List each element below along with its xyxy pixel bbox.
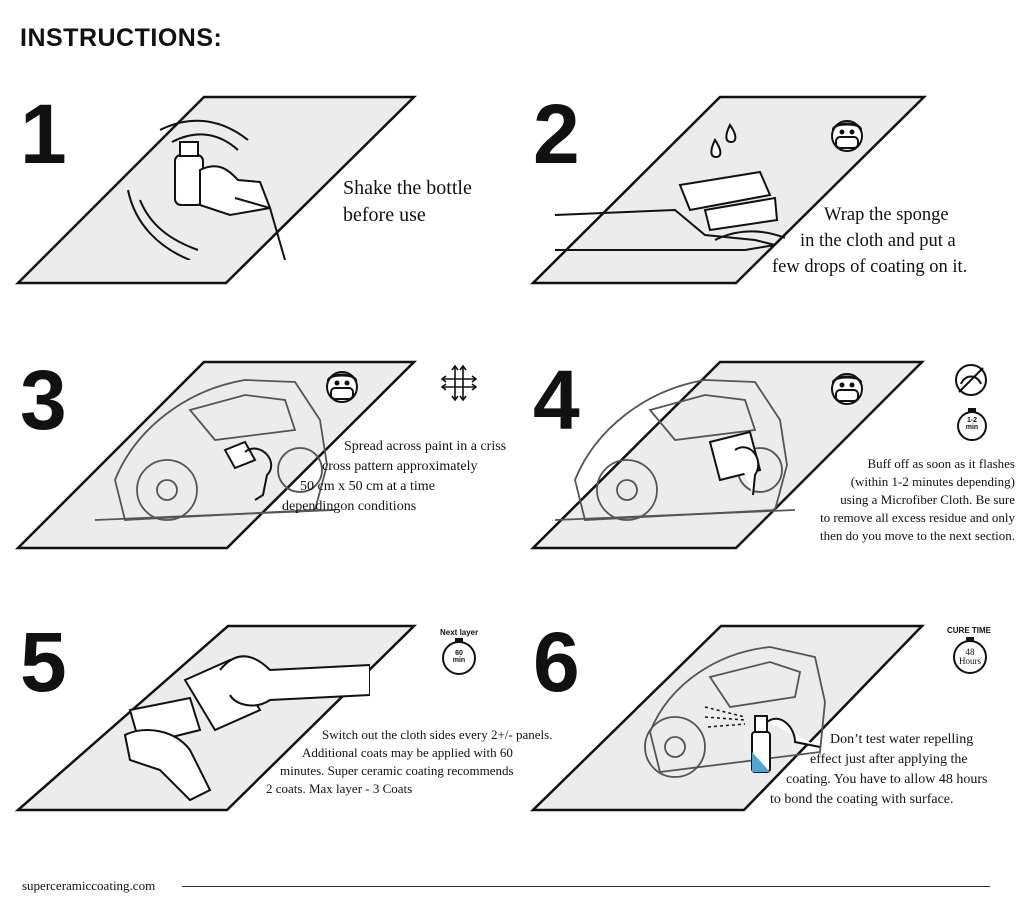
car-spray-icon — [644, 646, 826, 778]
step-3-text: Spread across paint in a criss cross pat… — [282, 437, 560, 517]
car-wipe-icon — [555, 379, 795, 521]
car-wipe-icon — [95, 379, 335, 521]
footer-website-link[interactable]: superceramiccoating.com — [22, 878, 156, 893]
step-6-line: to bond the coating with surface. — [770, 792, 954, 807]
no-sun-icon — [955, 364, 987, 396]
step-5-number: 5 — [20, 615, 67, 709]
timer-icon: 60 min — [440, 638, 478, 676]
step-5-text: Switch out the cloth sides every 2+/- pa… — [266, 726, 606, 798]
step-1-number: 1 — [20, 87, 67, 181]
step-6-number: 6 — [533, 615, 580, 709]
step-2-number: 2 — [533, 87, 580, 181]
step-4-line: using a Microfiber Cloth. Be sure — [840, 492, 1015, 507]
timer-label: Hours — [959, 656, 981, 666]
step-5-line: Additional coats may be applied with 60 — [302, 745, 513, 760]
step-5-line: 2 coats. Max layer - 3 Coats — [266, 781, 413, 796]
mask-face-icon — [831, 373, 863, 405]
next-layer-caption: Next layer — [440, 628, 479, 637]
step-6-line: coating. You have to allow 48 hours — [786, 772, 988, 787]
step-3-line: cross pattern approximately — [322, 459, 478, 474]
step-6-text: Don’t test water repelling effect just a… — [770, 730, 1020, 810]
sponge-cloth-hand-icon — [555, 123, 785, 251]
footer-divider — [182, 886, 990, 887]
step-3-line: dependingon conditions — [282, 499, 417, 514]
timer-label: 48 — [965, 647, 975, 657]
mask-face-icon — [326, 371, 358, 403]
step-5-line: minutes. Super ceramic coating recommend… — [280, 763, 514, 778]
step-2-line: few drops of coating on it. — [772, 257, 968, 277]
timer-label: 1-2 — [966, 417, 978, 424]
sponge-hands-icon — [123, 655, 370, 802]
step-4-text: Buff off as soon as it flashes (within 1… — [760, 455, 1015, 545]
spray-bottle-hand-icon — [127, 119, 286, 260]
step-4-number: 4 — [533, 353, 580, 447]
step-5-line: Switch out the cloth sides every 2+/- pa… — [322, 727, 553, 742]
step-6-line: Don’t test water repelling — [830, 732, 974, 747]
page-title: INSTRUCTIONS: — [20, 24, 223, 52]
timer-icon: 48 Hours — [951, 637, 989, 675]
step-2-line: Wrap the sponge — [824, 205, 949, 225]
crisscross-arrows-icon — [440, 364, 478, 402]
step-2-text: Wrap the sponge in the cloth and put a f… — [772, 202, 1004, 280]
timer-label: min — [452, 657, 466, 664]
step-4-line: to remove all excess residue and only — [820, 510, 1015, 525]
step-3-line: 50 cm x 50 cm at a time — [300, 479, 435, 494]
step-1-line: before use — [343, 204, 426, 226]
cure-time-caption: CURE TIME — [947, 626, 991, 635]
step-4-line: (within 1-2 minutes depending) — [850, 474, 1015, 489]
mask-face-icon — [831, 120, 863, 152]
step-1-line: Shake the bottle — [343, 177, 472, 199]
timer-label: min — [965, 424, 979, 431]
step-1-text: Shake the bottle before use — [343, 175, 472, 229]
step-3-number: 3 — [20, 353, 67, 447]
step-4-line: then do you move to the next section. — [820, 528, 1015, 543]
step-2-line: in the cloth and put a — [800, 231, 956, 251]
timer-icon: 1-2 min — [955, 408, 989, 442]
timer-label: 60 — [455, 650, 463, 657]
step-3-line: Spread across paint in a criss — [344, 439, 507, 454]
step-6-line: effect just after applying the — [810, 752, 968, 767]
step-4-line: Buff off as soon as it flashes — [867, 456, 1015, 471]
